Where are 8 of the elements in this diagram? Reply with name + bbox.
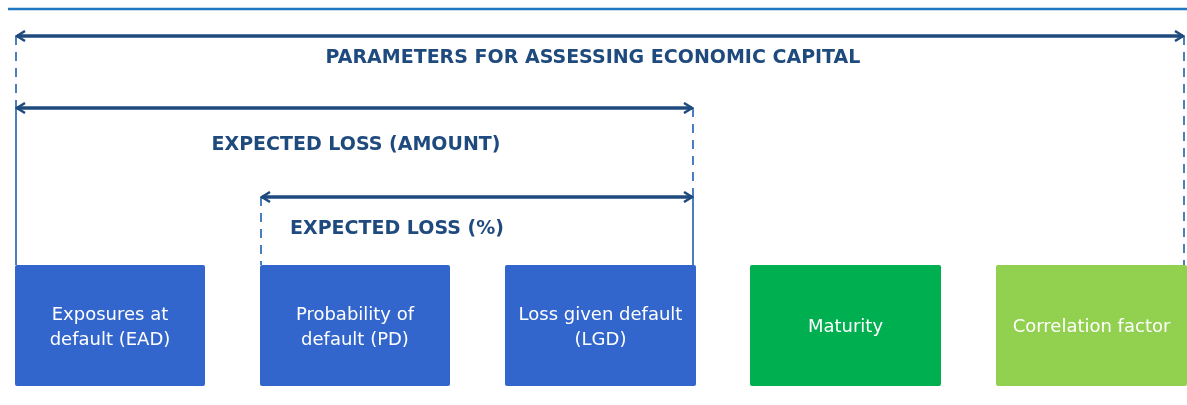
parameter-box: Maturity bbox=[750, 265, 941, 386]
parameter-box: Exposures at default (EAD) bbox=[15, 265, 205, 386]
bracket-label: EXPECTED LOSS (%) bbox=[290, 216, 504, 238]
bracket-label: EXPECTED LOSS (AMOUNT) bbox=[211, 132, 501, 154]
bracket-label: PARAMETERS FOR ASSESSING ECONOMIC CAPITAL bbox=[325, 45, 861, 67]
parameter-box: Loss given default (LGD) bbox=[505, 265, 696, 386]
parameter-box: Probability of default (PD) bbox=[260, 265, 450, 386]
parameter-box: Correlation factor bbox=[996, 265, 1187, 386]
